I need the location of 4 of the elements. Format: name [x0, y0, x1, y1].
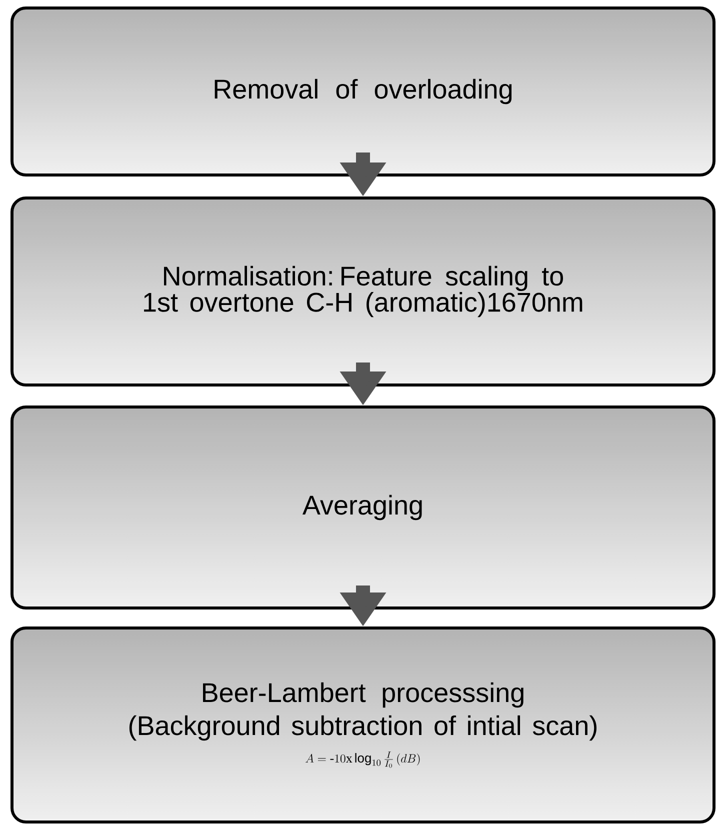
process-box: Averaging — [10, 406, 716, 610]
process-box: Beer-Lambert processsing (Background subtraction of intial scan) $A = \mbox{-}10\mbox{x}\log_{10}\frac{I}{I_0}\,(dB)$ — [10, 626, 716, 824]
process-box: Removal of overloading — [10, 6, 716, 176]
process-box: Normalisation: Feature scaling to 1st overtone C-H (aromatic)1670nm — [10, 196, 716, 386]
